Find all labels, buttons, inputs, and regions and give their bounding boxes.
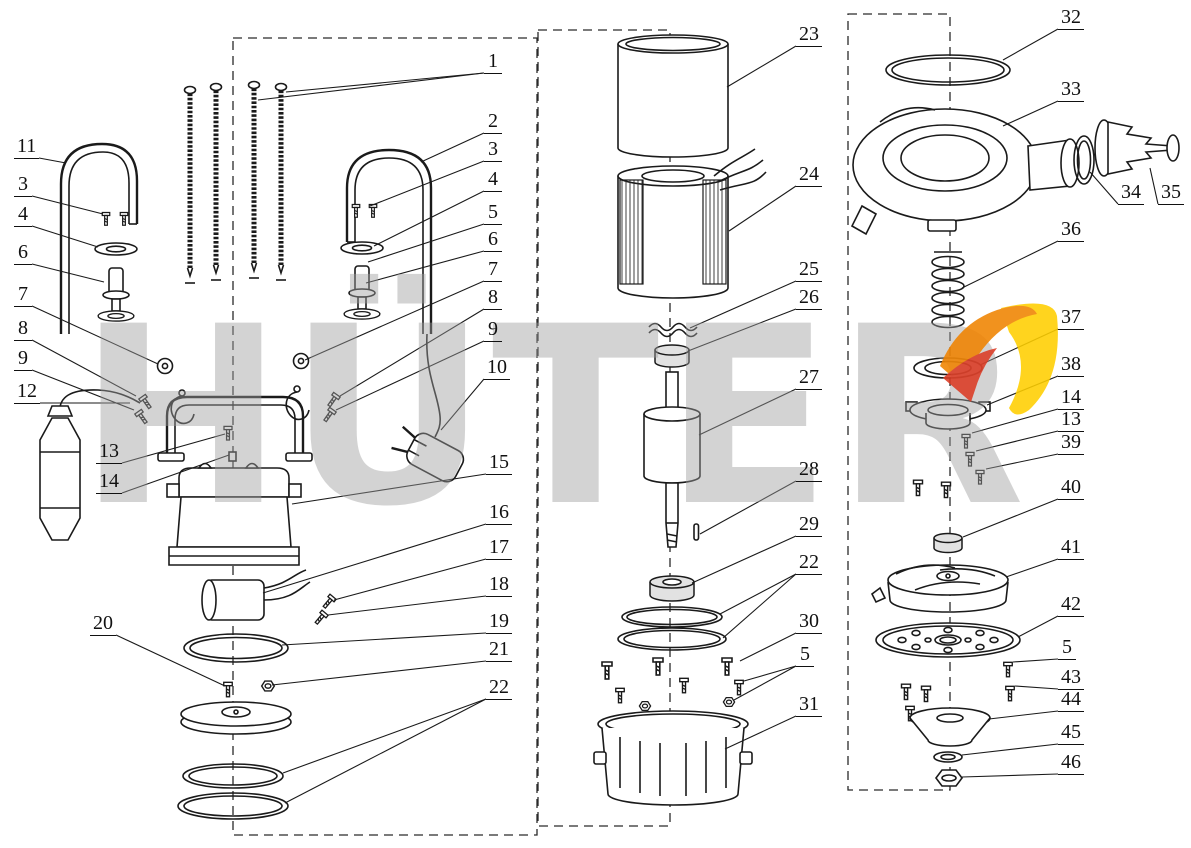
washer bbox=[343, 308, 381, 320]
handle-screw bbox=[101, 211, 111, 226]
float-switch bbox=[39, 389, 141, 541]
stator-can bbox=[617, 34, 729, 158]
hose-o-ring bbox=[1073, 135, 1095, 185]
right-assembly bbox=[850, 54, 1180, 787]
shaft-seal bbox=[933, 532, 963, 554]
left-handle bbox=[59, 142, 139, 334]
washer bbox=[340, 241, 384, 255]
mechanical-seal bbox=[905, 398, 991, 430]
seal-fasteners bbox=[912, 433, 985, 499]
bracket-screw bbox=[223, 425, 233, 441]
lower-bearing bbox=[649, 575, 695, 602]
volute-casing bbox=[850, 106, 1080, 236]
small-screw bbox=[325, 391, 341, 409]
small-screw bbox=[223, 681, 233, 698]
small-screw bbox=[320, 593, 337, 611]
grommet bbox=[156, 357, 174, 375]
middle-assembly bbox=[593, 34, 767, 806]
small-screw bbox=[134, 408, 150, 426]
top-o-ring bbox=[885, 54, 1011, 86]
shaft-washer bbox=[933, 751, 963, 763]
long-bolts bbox=[185, 82, 287, 284]
wave-washers bbox=[648, 322, 698, 338]
small-nut bbox=[260, 680, 276, 692]
assembly-boundaries bbox=[232, 13, 951, 836]
o-ring bbox=[183, 633, 289, 663]
bottom-o-rings bbox=[177, 763, 289, 820]
handle-screw bbox=[351, 203, 361, 218]
seal-plate bbox=[180, 701, 292, 735]
small-screw bbox=[321, 406, 337, 424]
bracket-pin bbox=[228, 451, 237, 462]
small-screw bbox=[312, 609, 329, 627]
leader-lines bbox=[31, 28, 1159, 804]
shaft-key bbox=[693, 523, 700, 541]
handle-screw bbox=[119, 211, 129, 226]
upper-bearing bbox=[654, 344, 690, 368]
shaft-nut bbox=[935, 769, 963, 787]
suction-base bbox=[909, 707, 991, 747]
stator-windings bbox=[617, 148, 767, 299]
seal-seat bbox=[913, 357, 983, 379]
power-plug bbox=[391, 333, 465, 483]
capacitor bbox=[201, 569, 311, 621]
impeller bbox=[870, 564, 1009, 613]
washer bbox=[94, 242, 138, 256]
rotor-shaft bbox=[643, 371, 701, 548]
body-screws bbox=[601, 657, 744, 712]
wear-plate bbox=[875, 622, 1021, 658]
anchor-bolt bbox=[102, 267, 130, 312]
spring bbox=[931, 251, 965, 329]
carry-bracket bbox=[157, 395, 313, 462]
grommet bbox=[292, 352, 310, 370]
left-assembly bbox=[39, 82, 465, 820]
motor-housing bbox=[166, 462, 302, 566]
pump-body bbox=[593, 710, 753, 806]
washer bbox=[97, 310, 135, 322]
anchor-bolt bbox=[348, 265, 376, 310]
small-screw bbox=[138, 393, 154, 411]
hose-connector bbox=[1094, 119, 1180, 177]
middle-o-rings bbox=[617, 606, 727, 651]
